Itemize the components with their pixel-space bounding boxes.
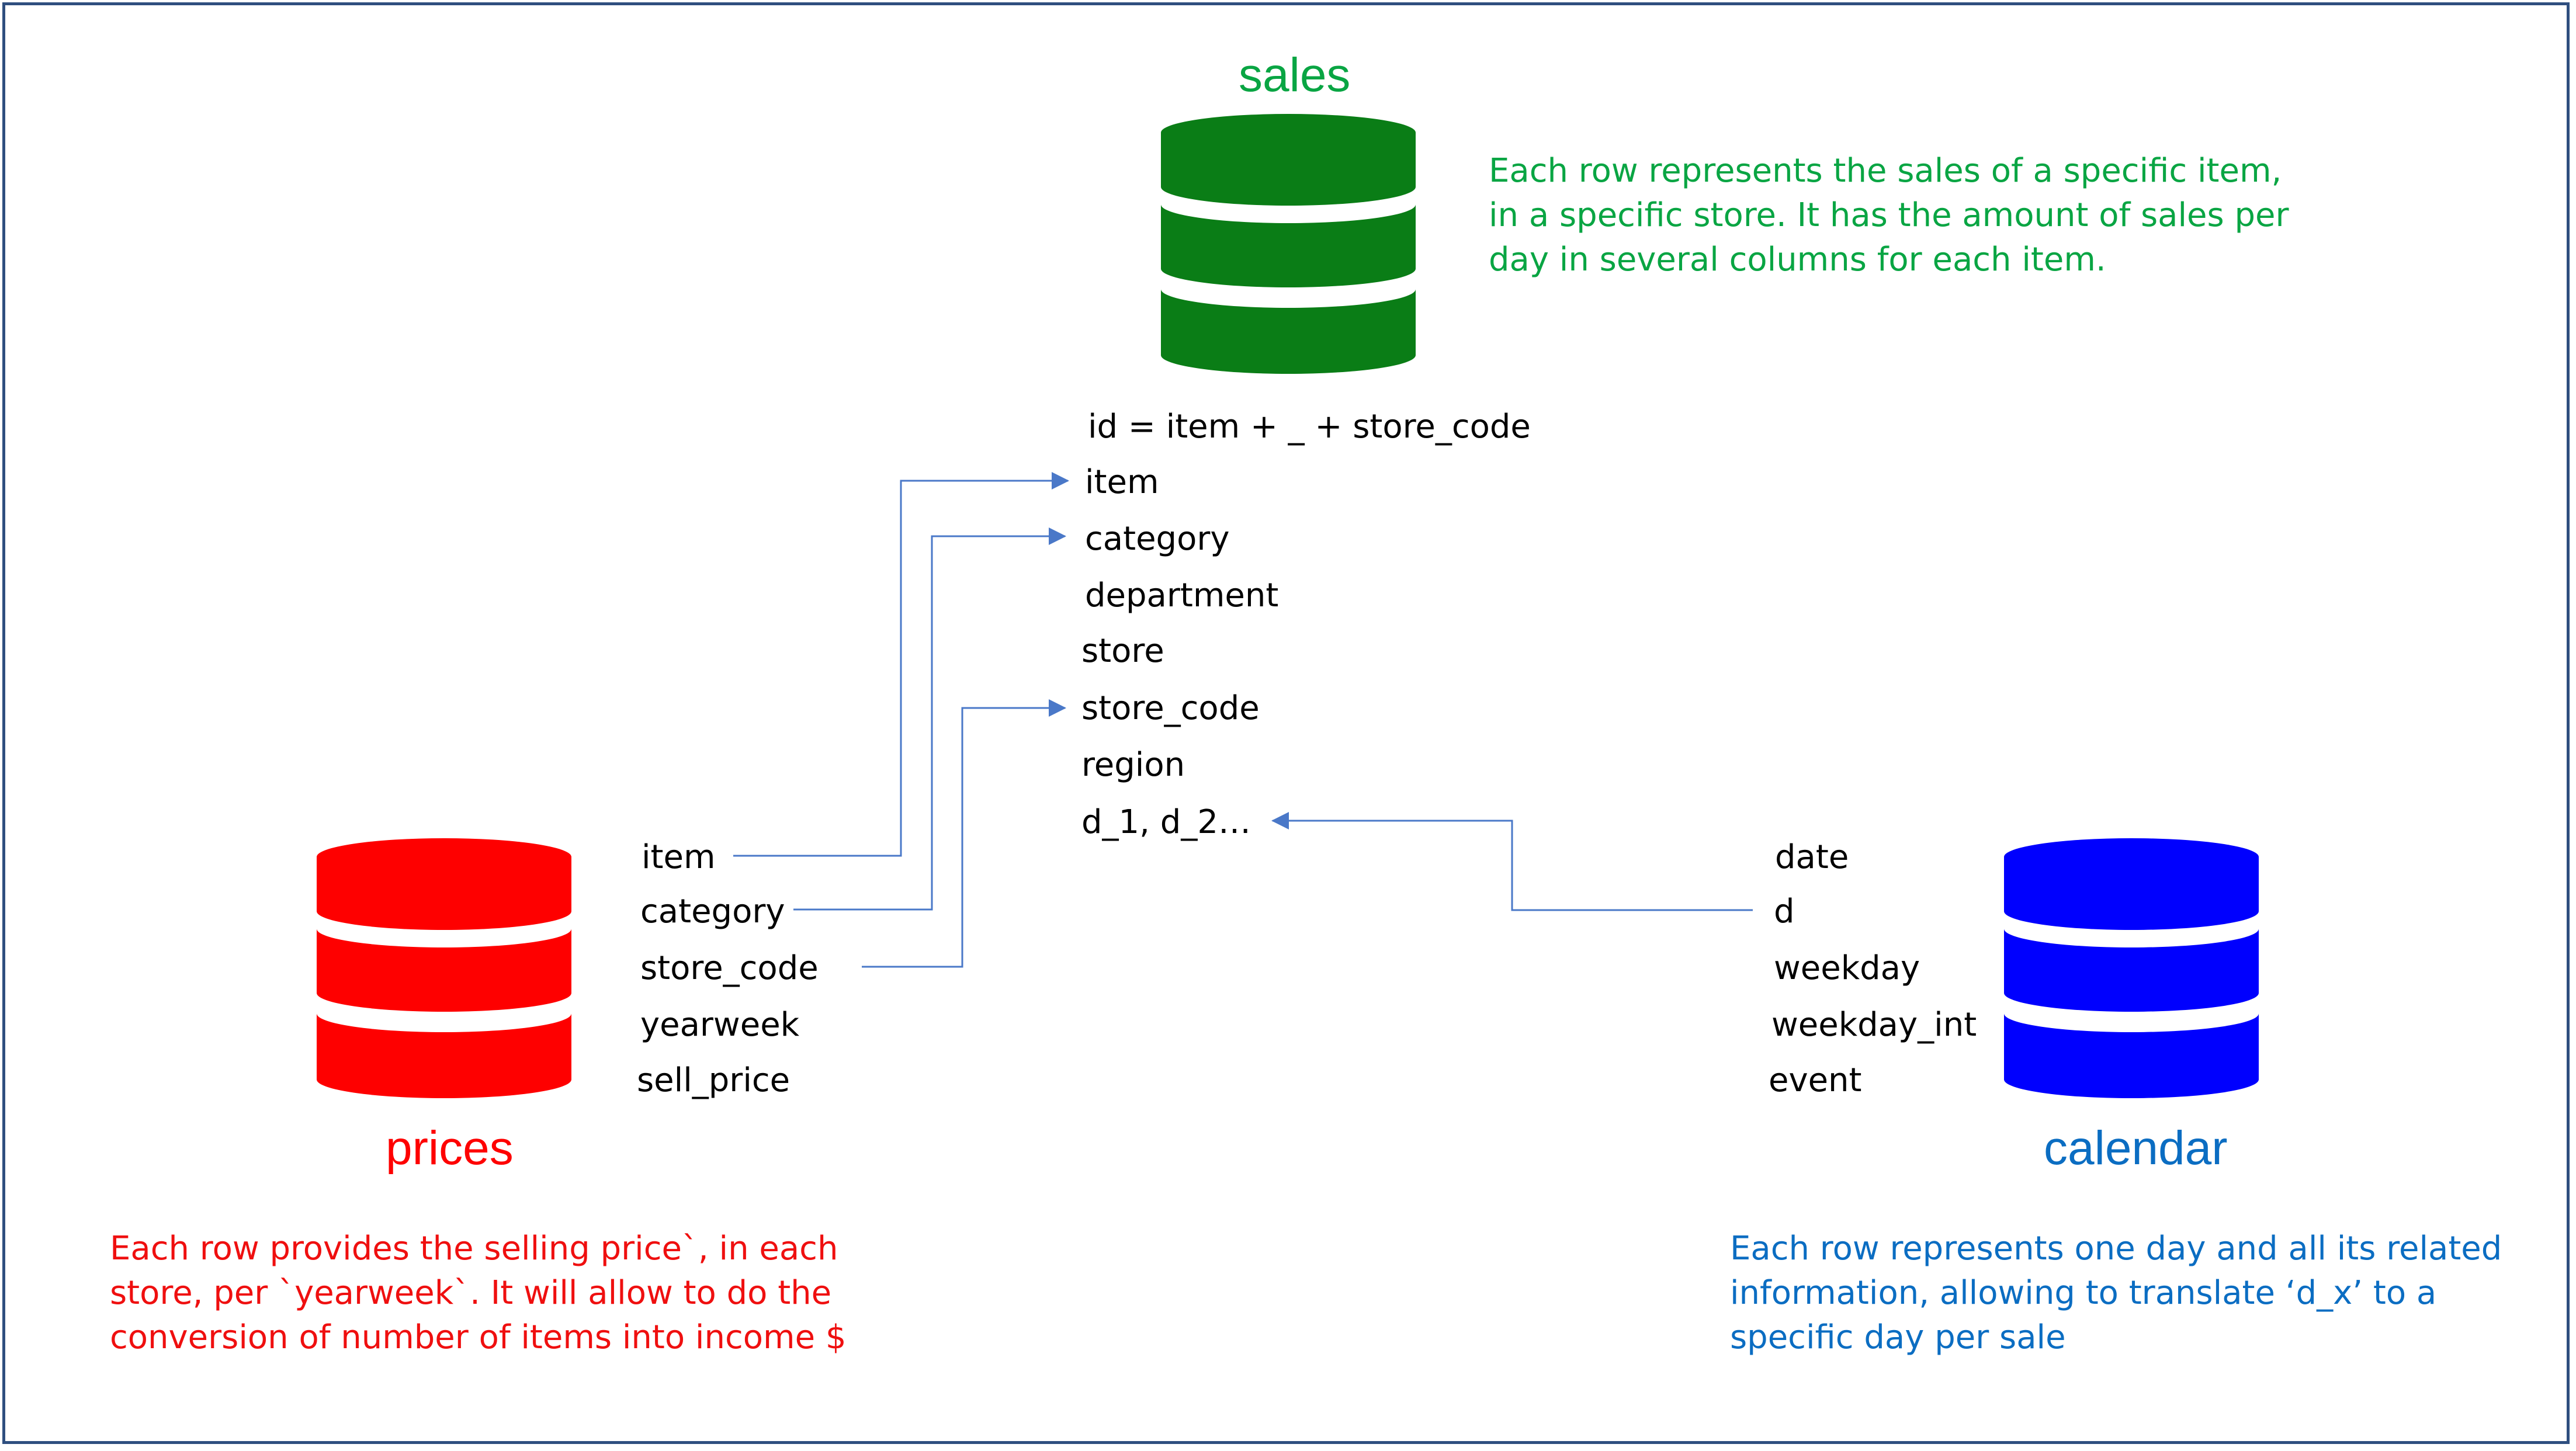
- calendar-field-weekday: weekday: [1774, 949, 1920, 987]
- sales-field-store-code: store_code: [1081, 689, 1260, 727]
- calendar-title: calendar: [2044, 1122, 2228, 1175]
- prices-title: prices: [386, 1122, 514, 1175]
- connector-category: [793, 527, 1066, 911]
- prices-database-icon: [317, 838, 571, 1098]
- calendar-field-weekday-int: weekday_int: [1771, 1006, 1977, 1044]
- sales-description: Each row represents the sales of a speci…: [1489, 152, 2289, 279]
- prices-field-item: item: [642, 838, 716, 876]
- arrowhead-icon: [1271, 812, 1289, 829]
- arrowhead-icon: [1052, 472, 1069, 490]
- sales-field-item: item: [1085, 463, 1159, 501]
- connector-d: [1271, 812, 1753, 911]
- prices-field-sell-price: sell_price: [637, 1061, 791, 1099]
- sales-field-category: category: [1085, 520, 1230, 558]
- sales-field-department: department: [1085, 577, 1279, 615]
- calendar-database-icon: [2004, 838, 2259, 1098]
- arrowhead-icon: [1049, 527, 1066, 545]
- connector-store-code: [862, 699, 1066, 968]
- prices-field-store-code: store_code: [640, 949, 819, 987]
- calendar-field-d: d: [1774, 893, 1795, 931]
- calendar-field-event: event: [1769, 1061, 1862, 1099]
- calendar-field-date: date: [1775, 838, 1849, 876]
- sales-database-icon: [1161, 114, 1416, 374]
- sales-title: sales: [1239, 48, 1351, 102]
- connector-item: [733, 472, 1069, 857]
- sales-field-region: region: [1081, 746, 1185, 784]
- prices-description: Each row provides the selling price`, in…: [110, 1230, 847, 1356]
- prices-field-yearweek: yearweek: [640, 1006, 800, 1044]
- sales-field-days: d_1, d_2…: [1081, 803, 1251, 841]
- arrowhead-icon: [1049, 699, 1066, 717]
- prices-field-category: category: [640, 893, 785, 931]
- sales-field-id: id = item + _ + store_code: [1088, 408, 1531, 446]
- calendar-description: Each row represents one day and all its …: [1730, 1230, 2502, 1356]
- sales-field-store: store: [1081, 632, 1164, 670]
